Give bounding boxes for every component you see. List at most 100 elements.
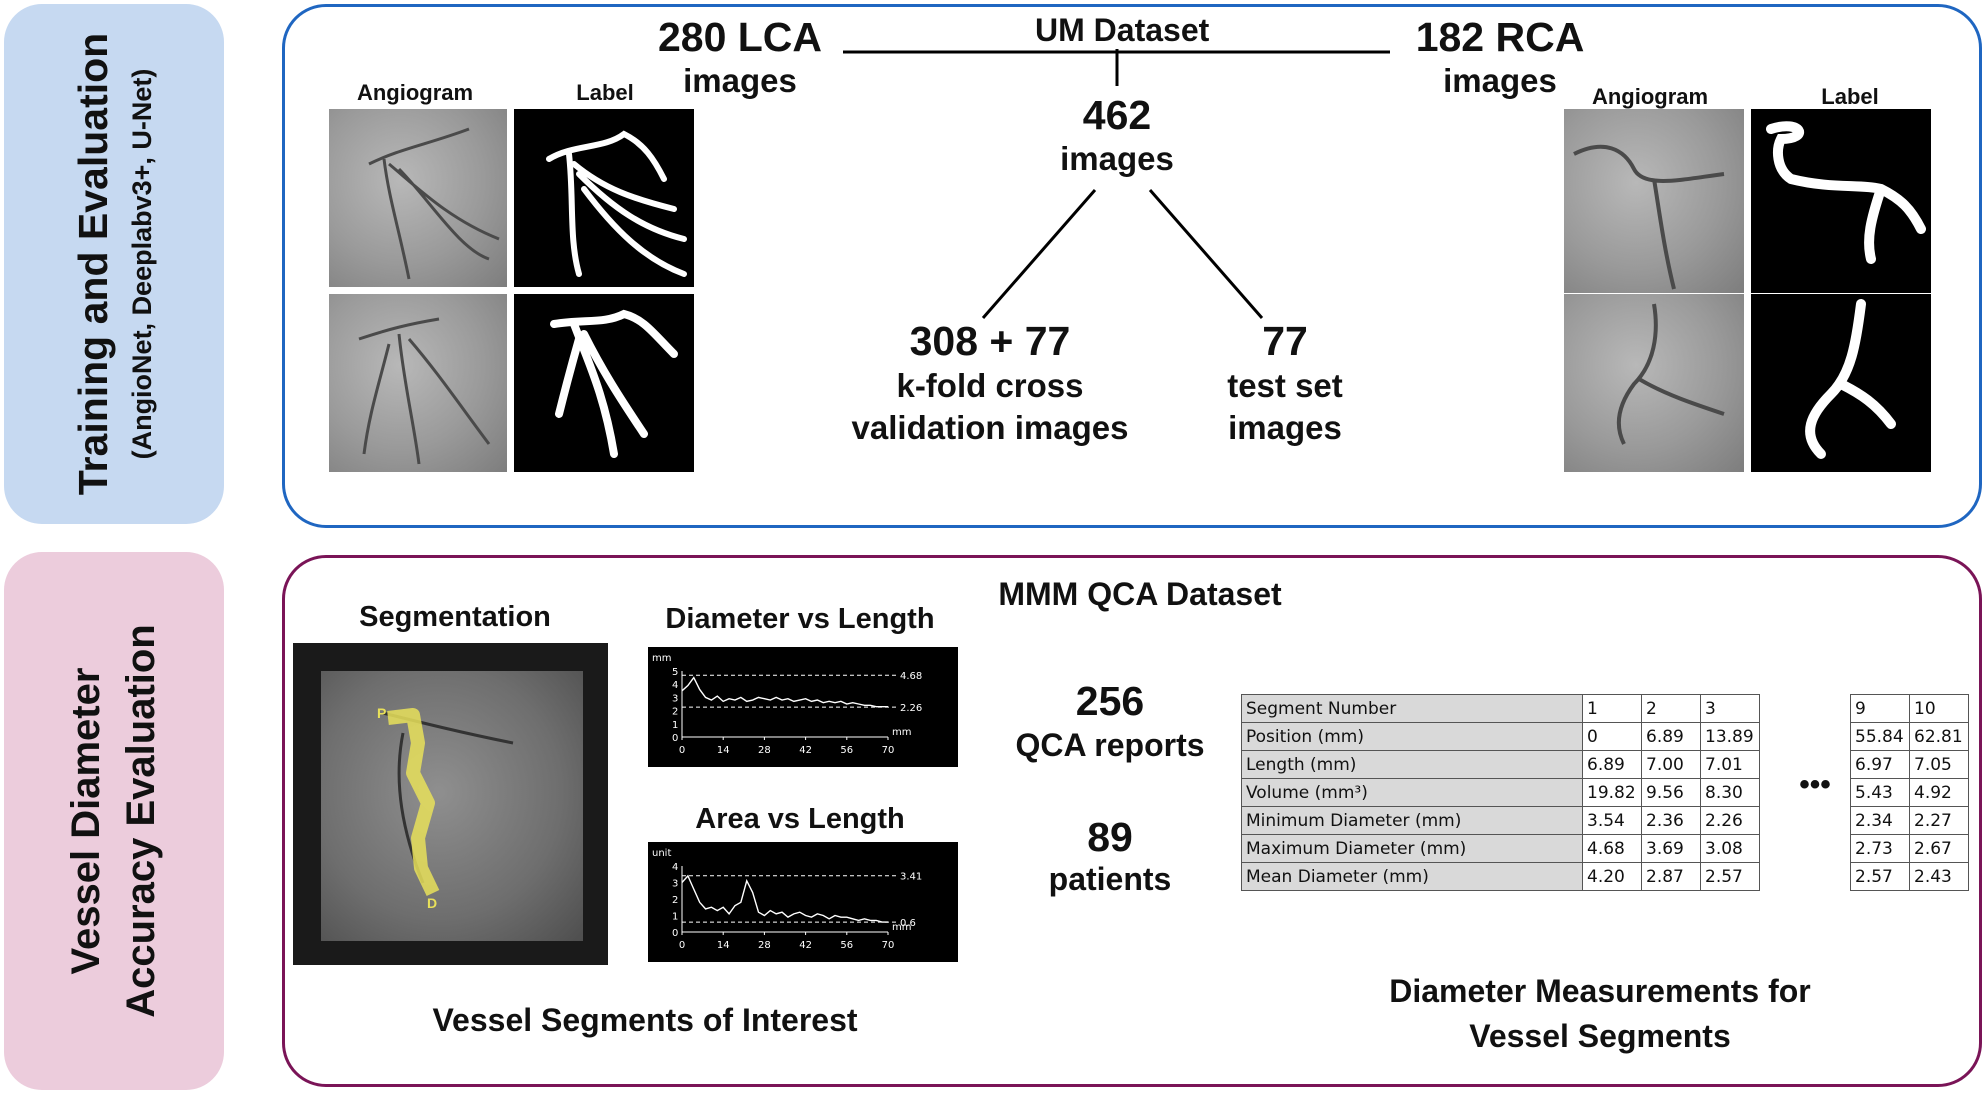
- table-cell: 2.34: [1850, 806, 1910, 835]
- um-dataset-title: UM Dataset: [1035, 12, 1210, 49]
- table-row-label: Volume (mm³): [1241, 778, 1583, 807]
- table-cell: 13.89: [1700, 722, 1760, 751]
- test-count: 77: [1262, 318, 1308, 364]
- table-row: Position (mm) 0 6.89 13.89: [1241, 722, 1760, 751]
- table-cell: 2.87: [1641, 862, 1701, 891]
- table-header-cell: 1: [1582, 694, 1642, 723]
- y-axis-unit-label: unit: [652, 848, 671, 859]
- lca-angiogram-image-2: [329, 294, 507, 472]
- qca-reports-label: QCA reports: [1015, 727, 1205, 763]
- x-axis-unit-label: mm: [892, 922, 911, 933]
- qca-table-right: 9 10 55.84 62.81 6.97 7.05 5.43 4.92 2.3…: [1850, 694, 1969, 891]
- test-label-line2: images: [1228, 409, 1342, 446]
- table-row: 9 10: [1850, 694, 1969, 723]
- table-cell: 19.82: [1582, 778, 1642, 807]
- y-tick-label: 1: [672, 912, 678, 923]
- rca-angiogram-image-1: [1564, 109, 1744, 293]
- test-label-line1: test set: [1227, 367, 1343, 404]
- y-axis-unit-label: mm: [652, 653, 671, 664]
- total-images-label: images: [1060, 140, 1174, 177]
- lca-label-image-2: [514, 294, 694, 472]
- table-cell: 55.84: [1850, 722, 1910, 751]
- cv-label-line1: k-fold cross: [896, 367, 1084, 404]
- table-header-cell: 9: [1850, 694, 1910, 723]
- x-tick-label: 14: [717, 940, 730, 951]
- left-label-header: Label: [576, 80, 634, 105]
- table-row: Segment Number 1 2 3: [1241, 694, 1760, 723]
- table-cell: 2.73: [1850, 834, 1910, 863]
- reference-label: 3.41: [900, 872, 922, 883]
- table-cell: 2.67: [1909, 834, 1969, 863]
- lca-count: 280 LCA: [657, 14, 823, 60]
- table-cell: 3.54: [1582, 806, 1642, 835]
- x-tick-label: 42: [799, 940, 812, 951]
- x-tick-label: 28: [758, 940, 771, 951]
- table-cell: 9.56: [1641, 778, 1701, 807]
- table-header-cell: Segment Number: [1241, 694, 1583, 723]
- right-label-header: Label: [1821, 84, 1879, 109]
- table-cell: 3.69: [1641, 834, 1701, 863]
- patients-count: 89: [1087, 814, 1133, 860]
- table-row-label: Mean Diameter (mm): [1241, 862, 1583, 891]
- table-row: 2.57 2.43: [1850, 862, 1969, 891]
- cv-count: 308 + 77: [909, 318, 1071, 364]
- rca-label-image-1: [1751, 109, 1931, 293]
- reference-label: 4.68: [900, 671, 922, 682]
- table-cell: 2.27: [1909, 806, 1969, 835]
- lca-angiogram-image-1: [329, 109, 507, 287]
- area-chart-title: Area vs Length: [695, 803, 905, 835]
- table-cell: 7.01: [1700, 750, 1760, 779]
- segment-end-marker: D: [427, 895, 438, 911]
- table-header-cell: 2: [1641, 694, 1701, 723]
- y-tick-label: 4: [672, 862, 678, 873]
- table-row: 2.73 2.67: [1850, 834, 1969, 863]
- table-cell: 4.68: [1582, 834, 1642, 863]
- y-tick-label: 0: [672, 733, 678, 744]
- y-tick-label: 5: [672, 667, 678, 678]
- table-cell: 0: [1582, 722, 1642, 751]
- y-tick-label: 2: [672, 895, 678, 906]
- x-tick-label: 70: [882, 745, 895, 756]
- series-line: [681, 874, 888, 923]
- x-tick-label: 28: [758, 745, 771, 756]
- table-header-cell: 10: [1909, 694, 1969, 723]
- x-tick-label: 56: [840, 940, 853, 951]
- qca-reports-count: 256: [1075, 678, 1145, 724]
- table-cell: 6.89: [1582, 750, 1642, 779]
- cv-label-line2: validation images: [851, 409, 1129, 446]
- segmentation-title: Segmentation: [359, 601, 551, 633]
- table-cell: 2.26: [1700, 806, 1760, 835]
- vessel-diameter-side-panel: Vessel Diameter Accuracy Evaluation: [4, 552, 224, 1090]
- qca-table-left: Segment Number 1 2 3 Position (mm) 0 6.8…: [1241, 694, 1760, 891]
- diameter-measurements-caption-line1: Diameter Measurements for: [1389, 973, 1811, 1009]
- rca-images-label: images: [1443, 62, 1557, 99]
- reference-label: 0.6: [900, 918, 916, 929]
- table-row-label: Maximum Diameter (mm): [1241, 834, 1583, 863]
- rca-label-image-2: [1751, 294, 1931, 472]
- table-cell: 6.97: [1850, 750, 1910, 779]
- table-row-label: Position (mm): [1241, 722, 1583, 751]
- lca-label-image-1: [514, 109, 694, 287]
- table-cell: 4.20: [1582, 862, 1642, 891]
- y-tick-label: 3: [672, 693, 678, 704]
- table-row: Length (mm) 6.89 7.00 7.01: [1241, 750, 1760, 779]
- total-images-count: 462: [1082, 92, 1152, 138]
- table-row: 5.43 4.92: [1850, 778, 1969, 807]
- lca-images-label: images: [683, 62, 797, 99]
- table-cell: 2.43: [1909, 862, 1969, 891]
- segment-start-marker: P: [377, 705, 387, 721]
- reference-label: 2.26: [900, 703, 922, 714]
- table-row-label: Length (mm): [1241, 750, 1583, 779]
- series-line: [681, 676, 888, 708]
- x-axis-unit-label: mm: [892, 727, 911, 738]
- vessel-segments-caption: Vessel Segments of Interest: [432, 1002, 858, 1038]
- table-cell: 2.57: [1700, 862, 1760, 891]
- diameter-chart-title: Diameter vs Length: [665, 603, 935, 635]
- rca-count: 182 RCA: [1415, 14, 1585, 60]
- table-row-label: Minimum Diameter (mm): [1241, 806, 1583, 835]
- right-angiogram-header: Angiogram: [1591, 84, 1709, 109]
- table-cell: 5.43: [1850, 778, 1910, 807]
